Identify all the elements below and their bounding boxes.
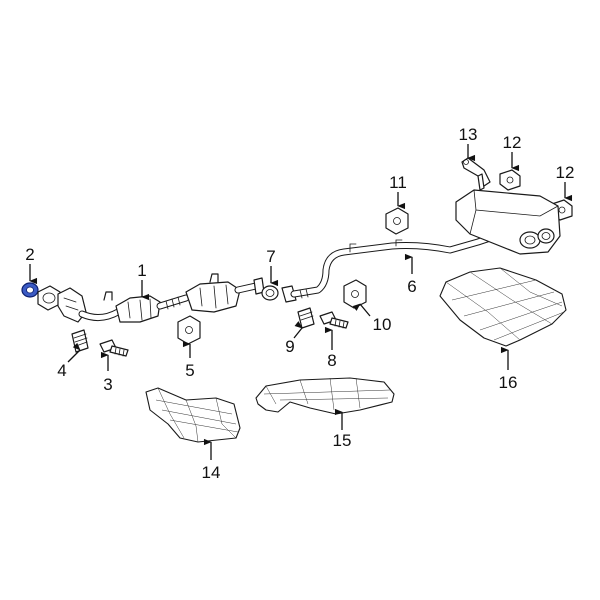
callout-2: 2 <box>25 245 34 264</box>
callout-6: 6 <box>407 277 416 296</box>
callout-10: 10 <box>373 315 392 334</box>
callout-5: 5 <box>185 361 194 380</box>
part-16-heat-shield-rear[interactable] <box>439 267 567 347</box>
callout-13: 13 <box>459 125 478 144</box>
leader-9 <box>293 321 303 339</box>
part-11-insulator[interactable] <box>385 207 409 235</box>
part-8-bolt[interactable] <box>319 311 349 329</box>
callout-11: 11 <box>389 173 407 192</box>
callout-8: 8 <box>327 351 336 370</box>
callout-14: 14 <box>202 463 221 482</box>
part-4-stud[interactable] <box>71 329 89 353</box>
callout-15: 15 <box>333 431 352 450</box>
part-13-hanger-bracket[interactable] <box>461 157 491 191</box>
callout-labels: 1 2 3 4 5 6 7 8 9 10 11 12 12 13 14 15 1… <box>25 125 574 482</box>
part-6-intermediate-pipe[interactable] <box>281 232 500 303</box>
part-9-stud[interactable] <box>297 307 315 329</box>
leader-10 <box>352 303 371 317</box>
leader-4 <box>67 342 81 363</box>
callout-12-right: 12 <box>556 163 575 182</box>
part-10-insulator[interactable] <box>343 279 367 309</box>
callout-9: 9 <box>285 337 294 356</box>
part-1-front-pipe[interactable] <box>37 273 265 323</box>
callout-1: 1 <box>137 261 146 280</box>
part-5-insulator[interactable] <box>177 315 201 345</box>
part-12-insulator-upper[interactable] <box>499 169 521 191</box>
part-7-gasket[interactable] <box>261 285 279 301</box>
part-15-heat-shield-center[interactable] <box>255 377 395 415</box>
callout-3: 3 <box>103 375 112 394</box>
callout-7: 7 <box>266 247 275 266</box>
part-14-heat-shield-front[interactable] <box>145 387 241 443</box>
leader-lines <box>29 144 573 460</box>
callout-4: 4 <box>57 361 66 380</box>
callout-16: 16 <box>499 373 518 392</box>
part-6-muffler[interactable] <box>455 189 561 255</box>
part-3-bolt[interactable] <box>99 339 129 357</box>
callout-12-upper: 12 <box>503 133 522 152</box>
part-2-gasket[interactable] <box>21 282 39 298</box>
